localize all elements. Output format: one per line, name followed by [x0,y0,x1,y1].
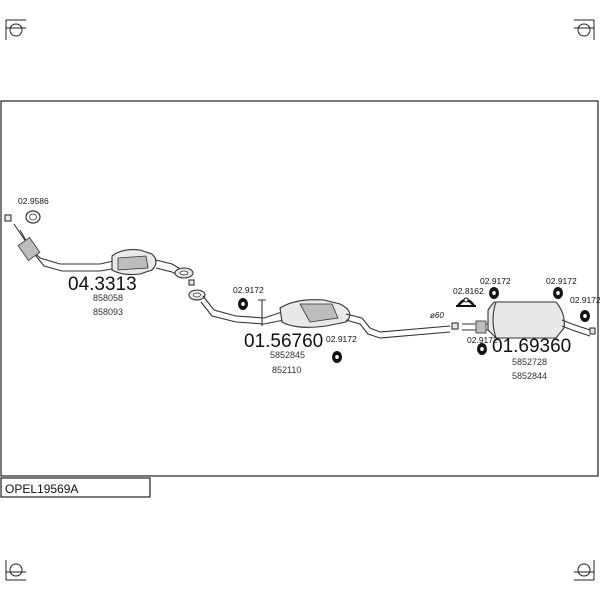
hanger-d [553,287,563,299]
part-2-ref-2: 852110 [272,365,301,375]
part-3-code: 01.69360 [492,336,571,357]
hanger-b [332,351,342,363]
hanger-a [238,298,248,310]
part-2-code: 01.56760 [244,331,323,352]
part-1-ref-2: 858093 [93,307,123,317]
part-3-ref-2: 5852844 [512,371,547,381]
hanger-b-code: 02.9172 [326,334,357,344]
diameter-label: ø60 [430,311,444,320]
part-3-ref-1: 5852728 [512,357,547,367]
hanger-f [477,343,487,355]
hanger-c-code: 02.9172 [480,276,511,286]
crop-marks [5,19,595,581]
hanger-e [580,310,590,322]
part-2-ref-1: 5852845 [270,350,305,360]
hanger-a-code: 02.9172 [233,285,264,295]
diagram-frame [0,100,599,477]
rear-silencer [462,301,596,339]
hanger-c [489,287,499,299]
clamp-code: 02.8162 [453,286,484,296]
hanger-d-code: 02.9172 [546,276,577,286]
part-1-code: 04.3313 [68,274,137,295]
model-code-box [0,477,151,498]
front-pipe-catalyst [4,214,195,286]
gasket-front-code: 02.9586 [18,196,49,206]
hanger-e-code: 02.9172 [570,295,600,305]
part-1-ref-1: 858058 [93,293,123,303]
clamp [456,297,476,307]
diameter-marker [451,322,459,330]
model-code: OPEL19569A [5,482,78,496]
center-silencer [188,289,451,339]
gasket-front [25,210,41,224]
hanger-f-code: 02.9172 [467,335,498,345]
